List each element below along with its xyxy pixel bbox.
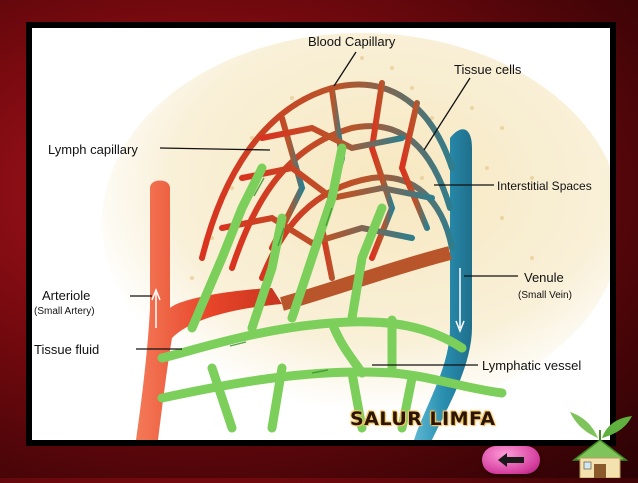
label-lymph-capillary: Lymph capillary	[48, 142, 138, 157]
lymph-flow-arrows	[229, 177, 333, 374]
label-arteriole: Arteriole	[42, 288, 90, 303]
blood-capillary-network	[199, 80, 455, 281]
home-button[interactable]	[562, 404, 638, 479]
capillary-diagram: Blood Capillary Tissue cells Lymph capil…	[34, 33, 610, 440]
label-leader-lines	[130, 51, 518, 366]
diagram-panel: Blood Capillary Tissue cells Lymph capil…	[32, 28, 610, 440]
label-tissue-fluid: Tissue fluid	[34, 342, 99, 357]
label-blood-capillary: Blood Capillary	[308, 34, 396, 49]
back-button[interactable]	[482, 446, 540, 474]
label-venule: Venule	[524, 270, 564, 285]
left-arrow-icon	[498, 453, 524, 467]
tissue-area	[102, 33, 610, 413]
home-icon	[570, 412, 632, 479]
label-arteriole-sub: (Small Artery)	[34, 306, 95, 317]
lymph-capillary-network	[157, 143, 507, 433]
label-venule-sub: (Small Vein)	[518, 290, 572, 301]
label-lymphatic-vessel: Lymphatic vessel	[482, 358, 581, 373]
arteriole-vessel	[136, 180, 282, 440]
label-interstitial-spaces: Interstitial Spaces	[497, 179, 592, 193]
slide-title: SALUR LIMFA	[350, 408, 496, 430]
venule-vessel	[414, 129, 472, 440]
label-tissue-cells: Tissue cells	[454, 62, 522, 77]
